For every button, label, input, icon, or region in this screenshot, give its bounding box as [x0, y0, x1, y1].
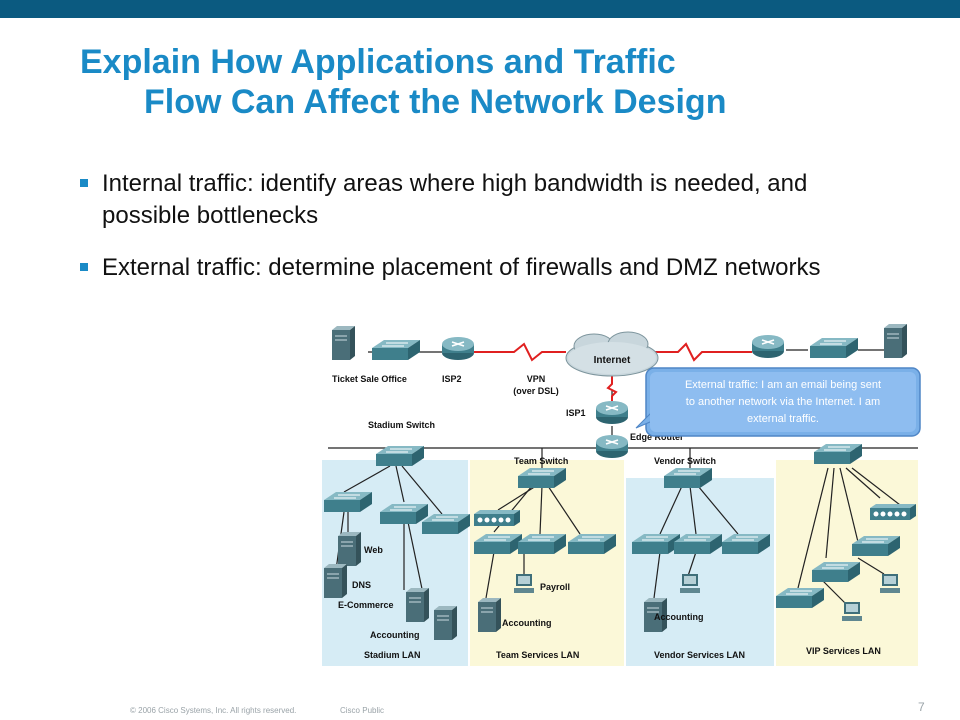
bullet-item: External traffic: determine placement of…	[80, 252, 870, 284]
vpn-sub-label: (over DSL)	[513, 386, 559, 396]
accounting-server-icon	[433, 605, 458, 641]
slide-title: Explain How Applications and Traffic Flo…	[80, 42, 940, 122]
title-line-1: Explain How Applications and Traffic	[80, 43, 676, 81]
team-accounting-label: Accounting	[502, 618, 552, 628]
edge-router-label: Edge Router	[630, 432, 684, 442]
bullet-square-icon	[80, 179, 88, 187]
vip-pc-icon	[842, 602, 862, 621]
callout-line-2: to another network via the Internet. I a…	[686, 396, 880, 408]
ticket-sale-office-label: Ticket Sale Office	[332, 374, 407, 384]
vip-server-icon	[883, 323, 908, 359]
team-hub-icon	[474, 510, 520, 526]
isp1-router-icon	[595, 400, 629, 425]
top-banner	[0, 0, 960, 18]
payroll-label: Payroll	[540, 582, 570, 592]
title-line-2: Flow Can Affect the Network Design	[144, 83, 727, 121]
vendor-pc-icon	[680, 574, 700, 593]
vendor-services-zone	[626, 478, 774, 666]
team-accounting-server-icon	[477, 597, 502, 633]
isp2-label: ISP2	[442, 374, 462, 384]
vip-router-icon	[751, 334, 785, 359]
bullet-list: Internal traffic: identify areas where h…	[80, 168, 870, 304]
vendor-switch-label: Vendor Switch	[654, 456, 716, 466]
bullet-text: External traffic: determine placement of…	[102, 254, 821, 281]
vpn-label: VPN	[527, 374, 546, 384]
ecommerce-label: E-Commerce	[338, 600, 394, 610]
footer-classification: Cisco Public	[340, 706, 385, 715]
ecommerce-server-icon	[405, 587, 430, 623]
vip-hub-icon	[870, 504, 916, 520]
vip-top-switch-icon	[809, 337, 859, 359]
payroll-pc-icon	[514, 574, 534, 593]
network-diagram: Internet Ticket Sale Office ISP2 VPN (ov…	[322, 323, 921, 666]
callout-line-1: External traffic: I am an email being se…	[685, 379, 881, 391]
stadium-accounting-label: Accounting	[370, 630, 420, 640]
internet-cloud	[565, 331, 659, 377]
external-traffic-callout: External traffic: I am an email being se…	[635, 367, 921, 437]
isp2-router-icon	[441, 336, 475, 361]
bullet-square-icon	[80, 263, 88, 271]
stadium-switch-label: Stadium Switch	[368, 420, 435, 430]
vip-pc-icon	[880, 574, 900, 593]
stadium-lan-label: Stadium LAN	[364, 650, 421, 660]
isp1-label: ISP1	[566, 408, 586, 418]
web-label: Web	[364, 545, 383, 555]
vendor-services-lan-label: Vendor Services LAN	[654, 650, 745, 660]
edge-router-icon	[595, 434, 629, 459]
team-services-lan-label: Team Services LAN	[496, 650, 579, 660]
dns-label: DNS	[352, 580, 371, 590]
ticket-switch-icon	[371, 339, 421, 361]
wan-links	[468, 342, 752, 402]
vendor-accounting-label: Accounting	[654, 612, 704, 622]
dns-server-icon	[323, 563, 348, 599]
bullet-text: Internal traffic: identify areas where h…	[102, 170, 808, 229]
vip-services-lan-label: VIP Services LAN	[806, 646, 881, 656]
ticket-server-icon	[331, 325, 356, 361]
page-number: 7	[918, 700, 925, 714]
team-services-zone	[470, 460, 624, 666]
callout-line-3: external traffic.	[747, 413, 819, 425]
internet-label: Internet	[594, 355, 631, 366]
team-switch-label: Team Switch	[514, 456, 568, 466]
web-server-icon	[337, 531, 362, 567]
bullet-item: Internal traffic: identify areas where h…	[80, 168, 870, 232]
footer-copyright: © 2006 Cisco Systems, Inc. All rights re…	[130, 706, 297, 715]
